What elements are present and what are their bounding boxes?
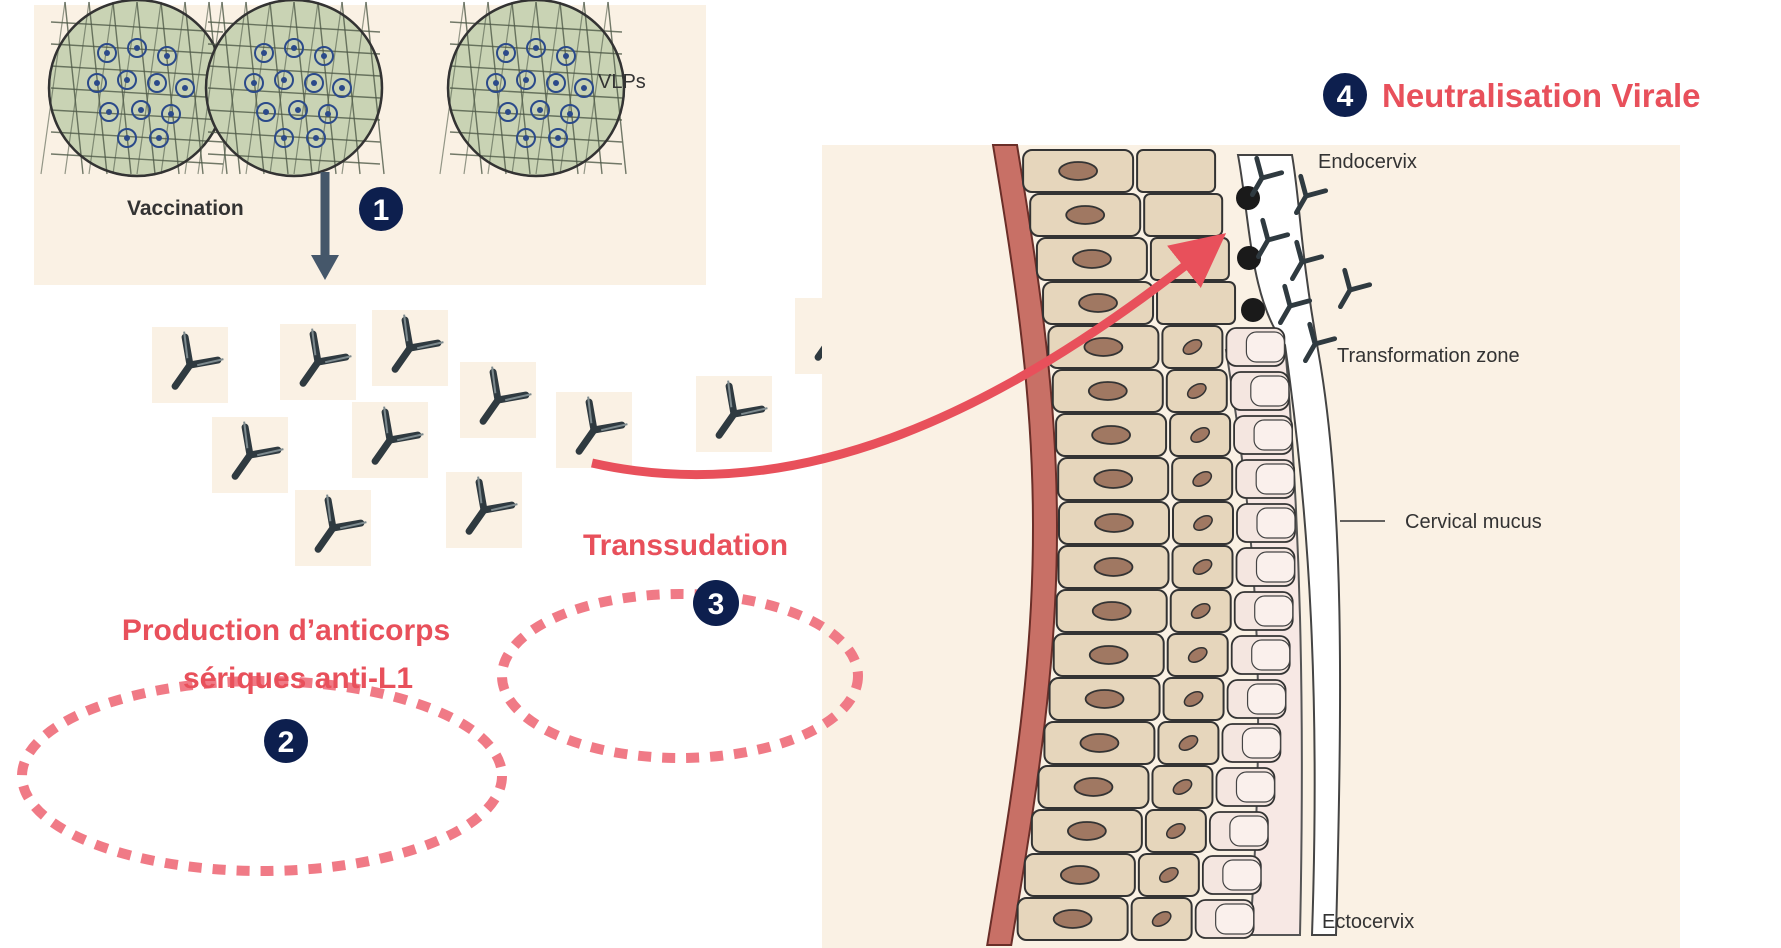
endocervix-label: Endocervix: [1318, 151, 1417, 173]
production-label-line2: sériques anti-L1: [183, 662, 413, 695]
step-3-badge: 3: [693, 580, 739, 626]
antibodies: [116, 262, 906, 601]
ectocervix-label: Ectocervix: [1322, 911, 1414, 933]
transsudation-label: Transsudation: [583, 529, 788, 562]
production-label-line1: Production d’anticorps: [122, 614, 450, 647]
step-2-badge: 2: [264, 719, 308, 763]
svg-text:2: 2: [278, 726, 295, 759]
antibody-icon: [116, 291, 263, 438]
antibody-icon: [410, 436, 557, 583]
vlp-particles: [41, 0, 626, 176]
step-1-badge: 1: [359, 187, 403, 231]
svg-text:3: 3: [708, 588, 725, 621]
cervical-mucus-label: Cervical mucus: [1405, 511, 1542, 533]
virus-particle-icon: [1241, 298, 1265, 322]
vlps-label: VLPs: [598, 71, 646, 93]
antibody-icon: [520, 356, 667, 503]
svg-text:1: 1: [373, 194, 390, 227]
step-4-badge: 4: [1323, 73, 1367, 117]
vaccination-label: Vaccination: [127, 197, 244, 220]
serum-dashed-ellipse: [22, 681, 502, 871]
svg-text:4: 4: [1337, 80, 1354, 113]
transformation-zone-label: Transformation zone: [1337, 345, 1520, 367]
transudation-dashed-ellipse: [502, 594, 858, 758]
neutralisation-title: Neutralisation Virale: [1382, 77, 1701, 114]
